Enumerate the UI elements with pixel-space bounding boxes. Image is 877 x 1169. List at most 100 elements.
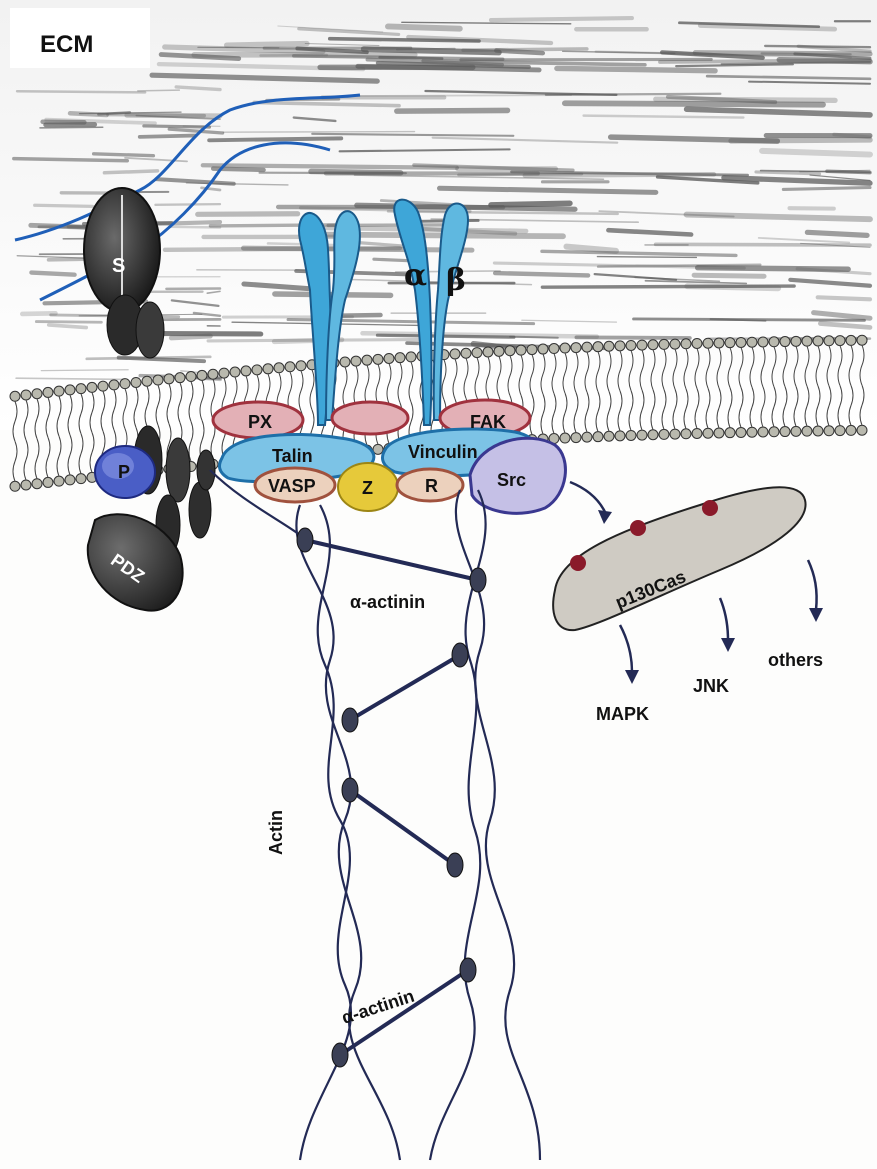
lipid-head — [813, 336, 823, 346]
ecm-fiber — [165, 248, 400, 250]
lipid-head — [571, 433, 581, 443]
lipid-head — [197, 370, 207, 380]
lipid-head — [560, 433, 570, 443]
mapk-label: MAPK — [596, 704, 649, 724]
lipid-head — [362, 355, 372, 365]
lipid-head — [747, 337, 757, 347]
ecm-fiber — [818, 297, 870, 299]
lipid-head — [131, 377, 141, 387]
jnk-label: JNK — [693, 676, 729, 696]
lipid-head — [395, 353, 405, 363]
ecm-fiber — [140, 136, 196, 137]
lipid-head — [175, 373, 185, 383]
lipid-head — [626, 430, 636, 440]
lipid-head — [648, 430, 658, 440]
lipid-head — [120, 379, 130, 389]
lipid-head — [703, 428, 713, 438]
lipid-head — [219, 368, 229, 378]
ecm-fiber — [495, 273, 588, 275]
ecm-fiber — [542, 286, 794, 287]
lipid-head — [87, 382, 97, 392]
others-label: others — [768, 650, 823, 670]
ecm-fiber — [223, 132, 414, 133]
lipid-head — [604, 341, 614, 351]
ecm-fiber — [656, 99, 835, 100]
ecm-fiber — [397, 110, 508, 111]
ecm-fiber — [43, 122, 85, 123]
lipid-head — [681, 339, 691, 349]
z-label: Z — [362, 478, 373, 498]
ecm-fiber — [565, 103, 823, 104]
lipid-head — [109, 380, 119, 390]
lipid-tail — [79, 434, 83, 474]
lipid-head — [593, 432, 603, 442]
ecm-fiber — [694, 275, 764, 276]
lipid-head — [208, 369, 218, 379]
lipid-head — [626, 340, 636, 350]
r-label: R — [425, 476, 438, 496]
lipid-head — [538, 344, 548, 354]
ecm-fiber — [227, 44, 307, 46]
lipid-head — [384, 353, 394, 363]
ecm-fiber — [40, 127, 103, 128]
lipid-head — [637, 430, 647, 440]
lipid-head — [791, 336, 801, 346]
p130cas-protein — [553, 487, 805, 630]
unlabeled-protein — [332, 402, 408, 434]
lipid-head — [450, 349, 460, 359]
lipid-head — [527, 345, 537, 355]
lipid-head — [692, 338, 702, 348]
lipid-head — [296, 361, 306, 371]
lipid-head — [637, 340, 647, 350]
lipid-tail — [35, 439, 39, 479]
ecm-fiber — [203, 165, 457, 167]
lipid-head — [461, 348, 471, 358]
ecm-fiber — [14, 159, 127, 161]
lipid-head — [65, 475, 75, 485]
lipid-head — [780, 337, 790, 347]
ecm-fiber — [546, 94, 720, 95]
ecm-label: ECM — [40, 31, 93, 58]
lipid-head — [615, 341, 625, 351]
lipid-head — [153, 375, 163, 385]
ecm-fiber — [31, 273, 74, 275]
lipid-head — [505, 346, 515, 356]
ecm-fiber — [35, 205, 93, 206]
lipid-head — [824, 336, 834, 346]
lipid-head — [857, 335, 867, 345]
lipid-head — [549, 344, 559, 354]
lipid-head — [846, 335, 856, 345]
vinculin-label: Vinculin — [408, 442, 478, 462]
lipid-head — [670, 429, 680, 439]
lipid-head — [142, 376, 152, 386]
lipid-head — [714, 428, 724, 438]
lipid-head — [835, 336, 845, 346]
lipid-tail — [90, 432, 94, 472]
ecm-fiber — [756, 172, 820, 174]
ecm-fiber — [807, 232, 867, 235]
lipid-head — [736, 337, 746, 347]
lipid-head — [593, 342, 603, 352]
lipid-head — [725, 428, 735, 438]
px-label: PX — [248, 412, 272, 432]
lipid-head — [582, 432, 592, 442]
lipid-head — [659, 429, 669, 439]
ecm-fiber — [731, 140, 870, 141]
lipid-tail — [57, 436, 61, 476]
lipid-head — [758, 337, 768, 347]
lipid-head — [725, 338, 735, 348]
lipid-head — [659, 339, 669, 349]
alpha-actinin-top-label: α-actinin — [350, 592, 425, 612]
ecm-fiber — [104, 171, 157, 173]
lipid-head — [681, 429, 691, 439]
lipid-head — [252, 365, 262, 375]
ecm-fiber — [397, 49, 455, 50]
lipid-head — [494, 346, 504, 356]
lipid-head — [76, 474, 86, 484]
lipid-head — [813, 426, 823, 436]
actin-filaments — [210, 470, 540, 1160]
ecm-fiber — [138, 90, 179, 91]
beta-subunit-label: β — [446, 263, 466, 298]
